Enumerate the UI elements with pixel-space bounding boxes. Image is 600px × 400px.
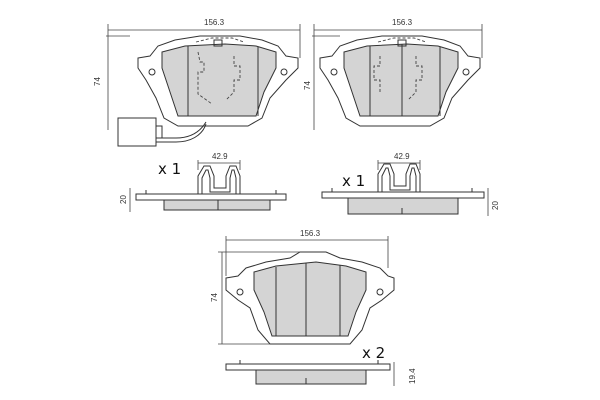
sensor-connector: [117, 117, 157, 147]
clip-width-label: 42.9: [212, 152, 228, 161]
pad-side-view-right: x 1 42.9 20: [321, 152, 500, 216]
mounting-hole: [376, 288, 384, 296]
mounting-hole: [280, 68, 288, 76]
retaining-clip-inner: [201, 169, 237, 194]
retaining-clip-inner: [381, 167, 417, 192]
pad-side-view-bottom: 19.4: [225, 360, 417, 386]
retaining-clip: [377, 163, 421, 192]
mounting-hole: [462, 68, 470, 76]
height-label: 74: [303, 81, 312, 90]
friction-material: [347, 197, 459, 215]
quantity-label: x 1: [158, 160, 181, 178]
quantity-label: x 1: [342, 172, 365, 190]
backing-plate-edge: [135, 193, 287, 201]
backing-plate-edge: [321, 191, 485, 199]
pad-front-view-left: 156.3 74: [93, 18, 301, 147]
clip-arc: [195, 37, 245, 43]
width-label: 156.3: [392, 18, 413, 27]
friction-pad: [161, 43, 277, 117]
sensor-cable: [156, 121, 207, 139]
mounting-hole: [148, 68, 156, 76]
pad-front-view-right: 156.3 74: [303, 18, 483, 130]
thickness-label: 19.4: [408, 368, 417, 384]
pad-side-view-left: x 1 42.9 20: [119, 152, 287, 212]
spring-clip: [373, 56, 423, 101]
connector-neck: [155, 125, 163, 139]
sensor-cable: [156, 123, 207, 143]
height-label: 74: [210, 293, 219, 302]
friction-material: [255, 369, 367, 385]
friction-pad: [253, 261, 367, 337]
width-label: 156.3: [204, 18, 225, 27]
thickness-label: 20: [119, 195, 128, 204]
width-label: 156.3: [300, 229, 321, 238]
pad-front-view-bottom: 156.3 74 x 2: [210, 229, 395, 362]
sensor-mount: [397, 39, 407, 47]
quantity-label: x 2: [362, 344, 385, 362]
height-label: 74: [93, 77, 102, 86]
spring-clip: [197, 51, 241, 105]
friction-pad: [343, 43, 459, 117]
mounting-hole: [330, 68, 338, 76]
thickness-label: 20: [491, 201, 500, 210]
backing-plate-edge: [225, 363, 391, 371]
clip-width-label: 42.9: [394, 152, 410, 161]
mounting-hole: [236, 288, 244, 296]
retaining-clip: [197, 165, 241, 194]
clip-arc: [377, 37, 427, 43]
sensor-mount: [213, 39, 223, 47]
friction-material: [163, 199, 271, 211]
